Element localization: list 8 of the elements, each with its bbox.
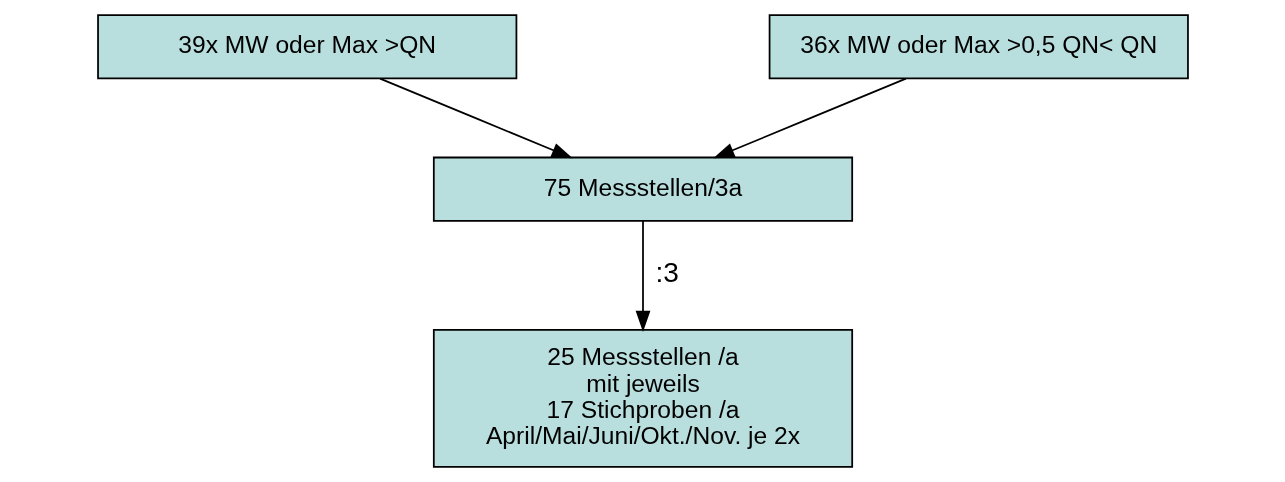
arrow xyxy=(635,219,650,332)
edge-label: :3 xyxy=(654,256,679,288)
node-box: 39x MW oder Max >QN xyxy=(96,14,517,80)
node-box: 75 Messstellen/3a xyxy=(432,156,853,222)
arrow xyxy=(712,77,907,159)
node-box: 36x MW oder Max >0,5 QN< QN xyxy=(768,14,1189,80)
arrow xyxy=(378,77,573,159)
node-box: 25 Messstellen /a mit jeweils 17 Stichproben /a April/Mai/Juni/Okt./Nov. je 2x xyxy=(432,328,853,468)
